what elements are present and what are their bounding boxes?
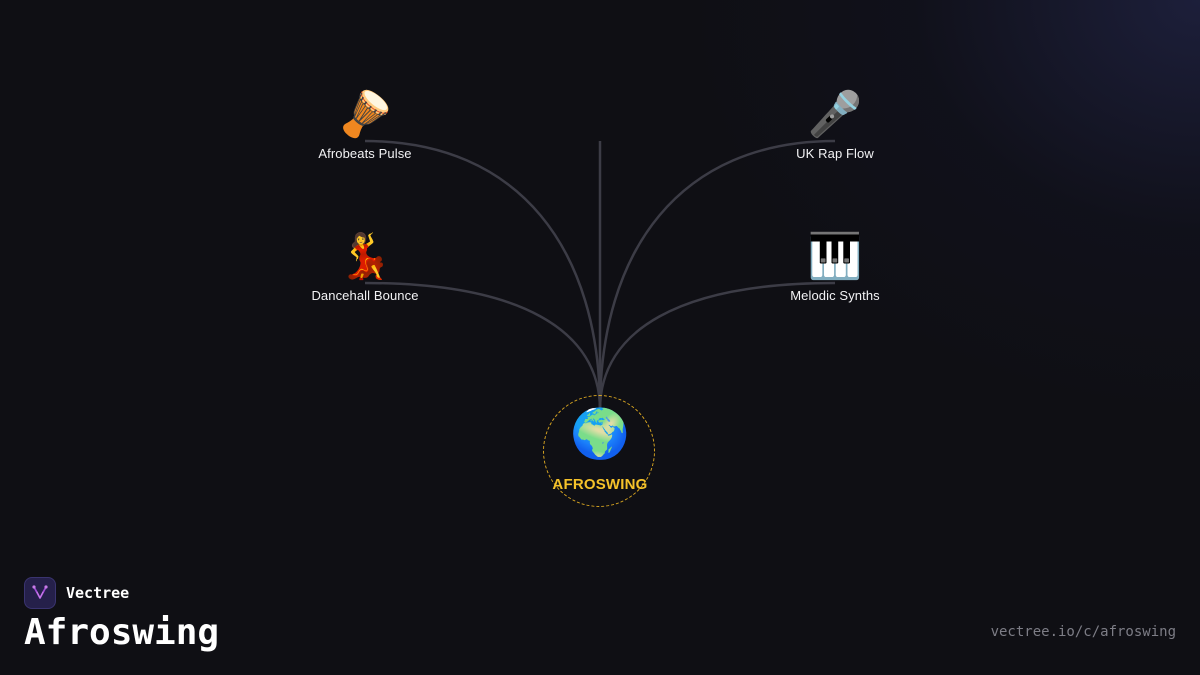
page-url[interactable]: vectree.io/c/afroswing <box>990 624 1176 640</box>
piano-icon: 🎹 <box>807 231 863 282</box>
drum-icon: 🪘 <box>337 89 393 140</box>
brand-name: Vectree <box>66 584 130 602</box>
center-node-ring[interactable] <box>543 395 655 507</box>
node-label: Melodic Synths <box>790 288 880 303</box>
node-label: Afrobeats Pulse <box>318 146 412 161</box>
edge-afrobeats-pulse <box>364 139 602 411</box>
center-node-label: AFROSWING <box>552 476 648 493</box>
edge-uk-rap-flow <box>598 139 836 411</box>
page-title: Afroswing <box>24 612 220 653</box>
edge-melodic-synths <box>598 281 836 411</box>
globe-africa-icon: 🌍 <box>570 406 630 462</box>
node-dancehall-bounce[interactable]: 💃 Dancehall Bounce <box>265 231 465 304</box>
dancer-icon: 💃 <box>337 231 393 282</box>
node-label: UK Rap Flow <box>796 146 874 161</box>
edge-dancehall-bounce <box>364 281 602 411</box>
node-melodic-synths[interactable]: 🎹 Melodic Synths <box>735 231 935 304</box>
node-afrobeats-pulse[interactable]: 🪘 Afrobeats Pulse <box>265 89 465 162</box>
brand: Vectree <box>24 577 129 609</box>
microphone-icon: 🎤 <box>807 89 863 140</box>
vectree-logo-icon <box>24 577 56 609</box>
node-uk-rap-flow[interactable]: 🎤 UK Rap Flow <box>735 89 935 162</box>
node-label: Dancehall Bounce <box>311 288 419 303</box>
